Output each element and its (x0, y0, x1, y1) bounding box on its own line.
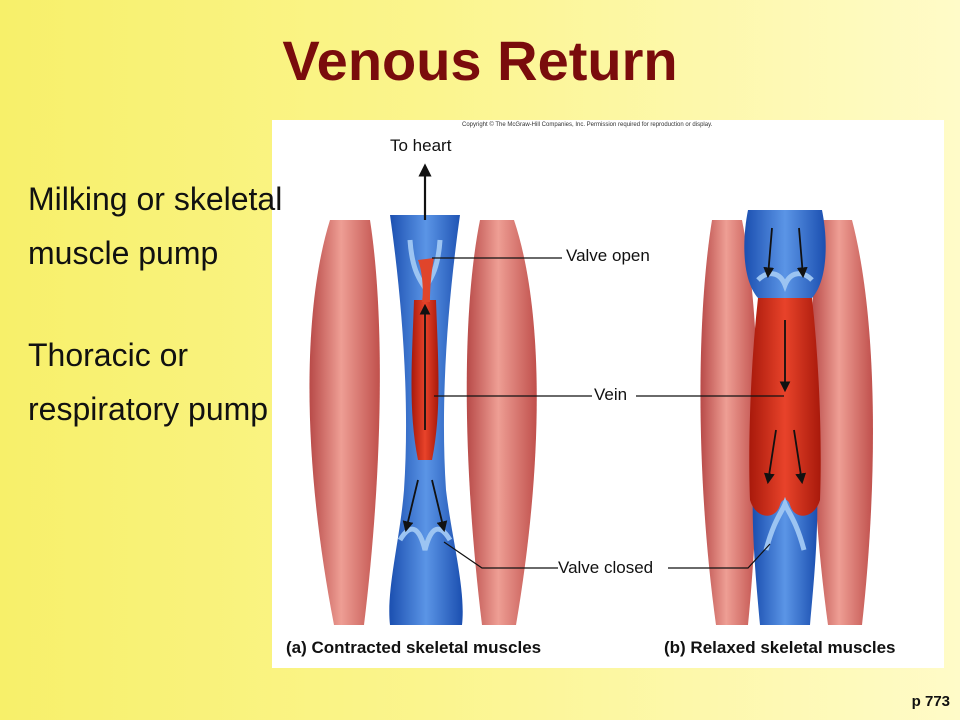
bullet-respiratory-pump: Thoracic or respiratory pump (28, 328, 282, 436)
label-to-heart: To heart (390, 136, 452, 155)
label-valve-closed: Valve closed (558, 558, 654, 577)
blood-column-b (749, 298, 821, 516)
bullet-muscle-pump: Milking or skeletal muscle pump (28, 172, 282, 280)
slide-title: Venous Return (282, 29, 678, 92)
bullet-list: Milking or skeletal muscle pump Thoracic… (28, 172, 282, 436)
caption-relaxed: (b) Relaxed skeletal muscles (664, 638, 896, 657)
panel-a-contracted (309, 163, 537, 625)
blood-jet (418, 258, 434, 302)
muscle-left-b (700, 220, 758, 625)
leader-lines (432, 257, 784, 569)
bullet-line: Thoracic or (28, 337, 189, 373)
muscle-left-a (309, 220, 380, 625)
figure-drawing (309, 163, 873, 625)
copyright-notice: Copyright © The McGraw-Hill Companies, I… (462, 122, 713, 128)
page-reference: p 773 (911, 693, 950, 710)
bullet-line: respiratory pump (28, 391, 269, 427)
muscle-right-a (466, 220, 537, 625)
muscle-right-b (811, 220, 873, 625)
label-vein: Vein (594, 385, 628, 404)
valve-b-lower (763, 496, 807, 551)
bullet-line: Milking or skeletal (28, 181, 283, 217)
caption-contracted: (a) Contracted skeletal muscles (286, 638, 542, 657)
venous-return-figure: Copyright © The McGraw-Hill Companies, I… (272, 120, 944, 668)
label-valve-open: Valve open (566, 246, 650, 265)
bullet-line: muscle pump (28, 235, 219, 271)
panel-b-relaxed (700, 210, 873, 625)
